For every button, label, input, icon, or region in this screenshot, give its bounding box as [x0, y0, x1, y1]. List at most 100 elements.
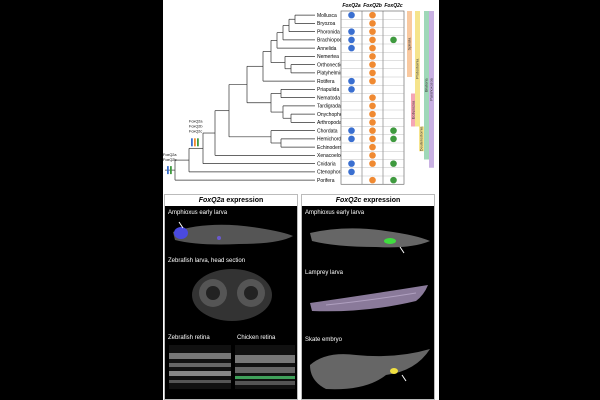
node-mark-c	[197, 138, 199, 147]
taxon-label: Rotifera	[317, 79, 335, 85]
taxa-labels: MolluscaBryozoaPhoronidaBrachiopodaAnnel…	[317, 13, 358, 184]
presence-dot-b	[369, 119, 376, 126]
foxq2a-title-gene: FoxQ2a	[198, 197, 225, 204]
presence-dot-b	[369, 160, 376, 167]
taxon-label: Hemichordata	[317, 137, 348, 143]
amphioxus-larva-image-c	[310, 228, 430, 254]
zebrafish-retina-image	[169, 345, 231, 389]
taxon-label: Bryozoa	[317, 21, 336, 27]
clade-bar-deuterostomia	[419, 126, 424, 152]
column-header-foxq2c: FoxQ2c	[384, 3, 403, 9]
taxon-label: Annelida	[317, 46, 337, 52]
presence-dot-b	[369, 20, 376, 27]
chicken-retina-image	[235, 345, 295, 389]
clade-label: Spiralia	[408, 37, 412, 51]
presence-dot-c	[390, 135, 397, 143]
presence-dot-a	[348, 168, 355, 176]
column-header-foxq2b: FoxQ2b	[363, 3, 382, 9]
presence-dot-b	[369, 69, 376, 77]
presence-dot-a	[348, 28, 355, 35]
node-mark-a	[191, 138, 193, 147]
presence-dot-b	[369, 127, 376, 134]
clade-label: Deuterostomia	[420, 126, 424, 152]
taxon-label: Xenacoelomorpha	[317, 153, 358, 159]
clade-bar-parahoxozoa	[429, 11, 434, 168]
presence-dot-a	[348, 160, 355, 167]
clade-bar-protostomia	[415, 11, 420, 127]
label-amphioxus-c: Amphioxus early larva	[305, 210, 365, 216]
skate-embryo-image	[310, 349, 430, 390]
taxon-label: Nematoda	[317, 95, 340, 101]
presence-dot-b	[369, 77, 376, 85]
presence-dot-c	[390, 36, 397, 44]
foxq2c-title-gene: FoxQ2c	[335, 197, 362, 204]
clade-bar-bilateria	[424, 11, 429, 160]
presence-dot-c	[390, 127, 397, 134]
taxon-label: Porifera	[317, 178, 335, 184]
node-mark-a	[167, 166, 169, 175]
zebrafish-head-image	[192, 269, 272, 321]
foxq2a-panel-title: FoxQ2a expression	[165, 195, 297, 206]
clade-label: Parahoxozoa	[430, 77, 434, 100]
node-label-line: FoxQ2b	[163, 158, 177, 162]
node-mark-c	[170, 166, 172, 175]
taxon-label: Brachiopoda	[317, 38, 345, 44]
presence-dot-b	[369, 102, 376, 110]
clade-bar-ecdysozoa	[411, 93, 416, 127]
presence-dot-b	[369, 11, 376, 19]
foxq2c-title-rest: expression	[361, 197, 401, 204]
presence-dot-b	[369, 143, 376, 151]
label-lamprey: Lamprey larva	[305, 270, 344, 276]
label-zebrafish-head: Zebrafish larva, head section	[168, 258, 246, 264]
taxon-label: Platyhelminthes	[317, 71, 353, 77]
presence-dot-b	[369, 94, 376, 101]
clade-label: Protostomia	[416, 58, 420, 79]
clade-bars: SpiraliaEcdysozoaProtostomiaDeuterostomi…	[407, 11, 434, 168]
taxon-label: Ctenophora	[317, 170, 343, 176]
node-label-line: FoxQ2c	[189, 129, 202, 133]
presence-dot-b	[369, 36, 376, 44]
presence-dot-b	[369, 61, 376, 68]
presence-dot-a	[348, 77, 355, 85]
foxq2a-title-rest: expression	[224, 197, 264, 204]
clade-bar-spiralia	[407, 11, 412, 77]
presence-dot-a	[348, 36, 355, 44]
foxq2c-expression-panel: FoxQ2c expression Amphioxus early larva …	[301, 194, 435, 400]
presence-dot-b	[369, 176, 376, 184]
taxon-label: Priapulida	[317, 87, 339, 93]
lamprey-larva-image	[310, 285, 428, 312]
presence-dot-b	[369, 44, 376, 52]
label-zebrafish-retina: Zebrafish retina	[168, 335, 210, 341]
node-label-line: FoxQ2a	[163, 153, 177, 157]
taxon-label: Mollusca	[317, 13, 337, 19]
tree-branches	[165, 14, 315, 181]
presence-dot-a	[348, 86, 355, 93]
presence-dot-b	[369, 28, 376, 35]
presence-dot-b	[369, 152, 376, 159]
column-header-foxq2a: FoxQ2a	[342, 3, 361, 9]
presence-dot-a	[348, 11, 355, 19]
presence-dot-c	[390, 176, 397, 184]
node-label-line: FoxQ2a	[189, 119, 203, 123]
presence-dot-a	[348, 135, 355, 143]
taxon-label: Orthonectida	[317, 62, 346, 68]
amphioxus-larva-image-a	[173, 221, 293, 245]
presence-dot-a	[348, 127, 355, 134]
presence-dot-a	[348, 44, 355, 52]
label-amphioxus-a: Amphioxus early larva	[168, 210, 228, 216]
presence-dot-b	[369, 110, 376, 118]
taxon-label: Arthropoda	[317, 120, 342, 126]
node-mark-b	[194, 138, 196, 147]
foxq2c-panel-title: FoxQ2c expression	[302, 195, 434, 206]
taxon-label: Onychophora	[317, 112, 347, 118]
foxq2a-expression-panel: FoxQ2a expression Amphioxus early larva …	[164, 194, 298, 400]
presence-dot-c	[390, 160, 397, 167]
taxon-label: Tardigrada	[317, 104, 341, 110]
taxon-label: Nemertea	[317, 54, 339, 60]
taxon-label: Phoronida	[317, 29, 340, 35]
clade-label: Bilateria	[425, 78, 429, 93]
label-chicken-retina: Chicken retina	[237, 335, 276, 341]
